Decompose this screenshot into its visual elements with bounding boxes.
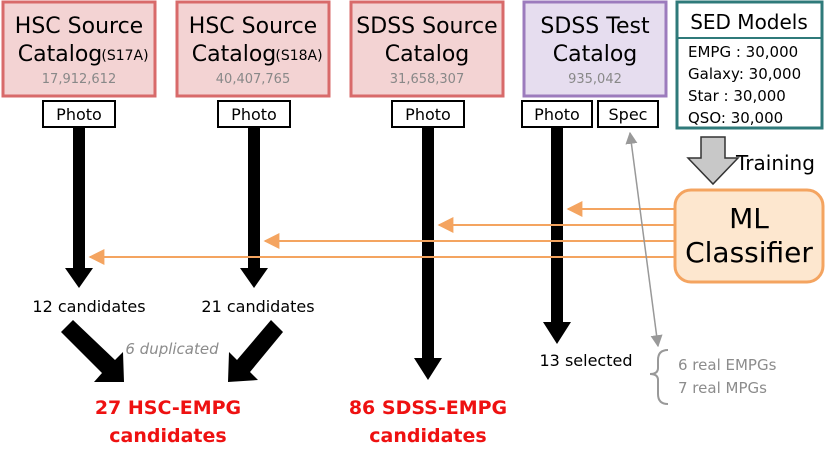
- catalog-hsc-s17a: HSC Source Catalog (S17A) 17,912,612: [1, 0, 157, 98]
- hsc-s18a-candidates: 21 candidates: [201, 297, 314, 316]
- black-arrow-hsc-s17a: [65, 128, 93, 288]
- catalog-title-line1: SDSS Source: [356, 14, 497, 39]
- ml-classifier-box: ML Classifier: [673, 188, 825, 284]
- catalog-count: 40,407,765: [216, 72, 290, 87]
- training-label: Training: [735, 151, 815, 175]
- hsc-output-line2: candidates: [109, 425, 226, 447]
- photo-tag-label: Photo: [405, 105, 451, 124]
- sed-item-qso: QSO: 30,000: [688, 109, 783, 127]
- photo-tag-label: Photo: [534, 105, 580, 124]
- catalog-title-line2: Catalog: [192, 42, 277, 67]
- catalog-title-line1: HSC Source: [15, 14, 143, 39]
- black-arrow-s17a-to-output: [61, 320, 124, 382]
- catalog-title-line1: SDSS Test: [540, 14, 650, 39]
- hsc-output-line1: 27 HSC-EMPG: [95, 397, 241, 419]
- sdss-output-line2: candidates: [369, 425, 486, 447]
- catalog-title-line2: Catalog: [385, 42, 470, 67]
- hsc-s17a-candidates: 12 candidates: [32, 297, 145, 316]
- catalog-sdss-test: SDSS Test Catalog 935,042: [522, 0, 668, 98]
- real-empgs: 6 real EMPGs: [678, 356, 777, 374]
- gray-arrow-spec-check: [625, 131, 663, 348]
- catalog-hsc-s18a: HSC Source Catalog (S18A) 40,407,765: [175, 0, 331, 98]
- catalog-count: 31,658,307: [390, 72, 464, 87]
- sed-models-box: SED Models EMPG : 30,000 Galaxy: 30,000 …: [675, 0, 824, 130]
- photo-tag-sdss-source: Photo: [391, 100, 465, 128]
- sdss-output-line1: 86 SDSS-EMPG: [349, 397, 507, 419]
- sed-item-empg: EMPG : 30,000: [688, 43, 798, 61]
- catalog-sdss-source: SDSS Source Catalog 31,658,307: [349, 0, 505, 98]
- brace-icon: [649, 349, 669, 405]
- catalog-suffix: (S18A): [275, 48, 322, 64]
- spec-tag-label: Spec: [609, 105, 648, 124]
- real-mpgs: 7 real MPGs: [678, 379, 767, 397]
- photo-tag-sdss-test: Photo: [521, 100, 593, 128]
- photo-tag-label: Photo: [56, 105, 102, 124]
- sed-item-star: Star : 30,000: [688, 87, 786, 105]
- catalog-title-line2: Catalog: [553, 42, 638, 67]
- ml-classifier-line1: ML: [729, 202, 769, 235]
- sdss-selected: 13 selected: [540, 351, 633, 370]
- photo-tag-hsc-s17a: Photo: [42, 100, 116, 128]
- catalog-suffix: (S17A): [101, 48, 148, 64]
- catalog-count: 935,042: [568, 72, 622, 87]
- black-arrow-sdss-source: [414, 128, 442, 380]
- catalog-title-line2: Catalog: [18, 42, 103, 67]
- catalog-count: 17,912,612: [42, 72, 116, 87]
- photo-tag-label: Photo: [231, 105, 277, 124]
- training-arrow: [686, 136, 740, 186]
- spec-tag-sdss-test: Spec: [597, 100, 659, 128]
- duplicated-note: 6 duplicated: [125, 340, 219, 358]
- black-arrow-sdss-test: [543, 128, 571, 344]
- catalog-title-line1: HSC Source: [189, 14, 317, 39]
- photo-tag-hsc-s18a: Photo: [217, 100, 291, 128]
- black-arrow-hsc-s18a: [240, 128, 268, 288]
- black-arrow-s18a-to-output: [228, 320, 283, 382]
- sed-models-title: SED Models: [690, 10, 808, 34]
- ml-classifier-line2: Classifier: [685, 236, 813, 269]
- sed-item-galaxy: Galaxy: 30,000: [688, 65, 801, 83]
